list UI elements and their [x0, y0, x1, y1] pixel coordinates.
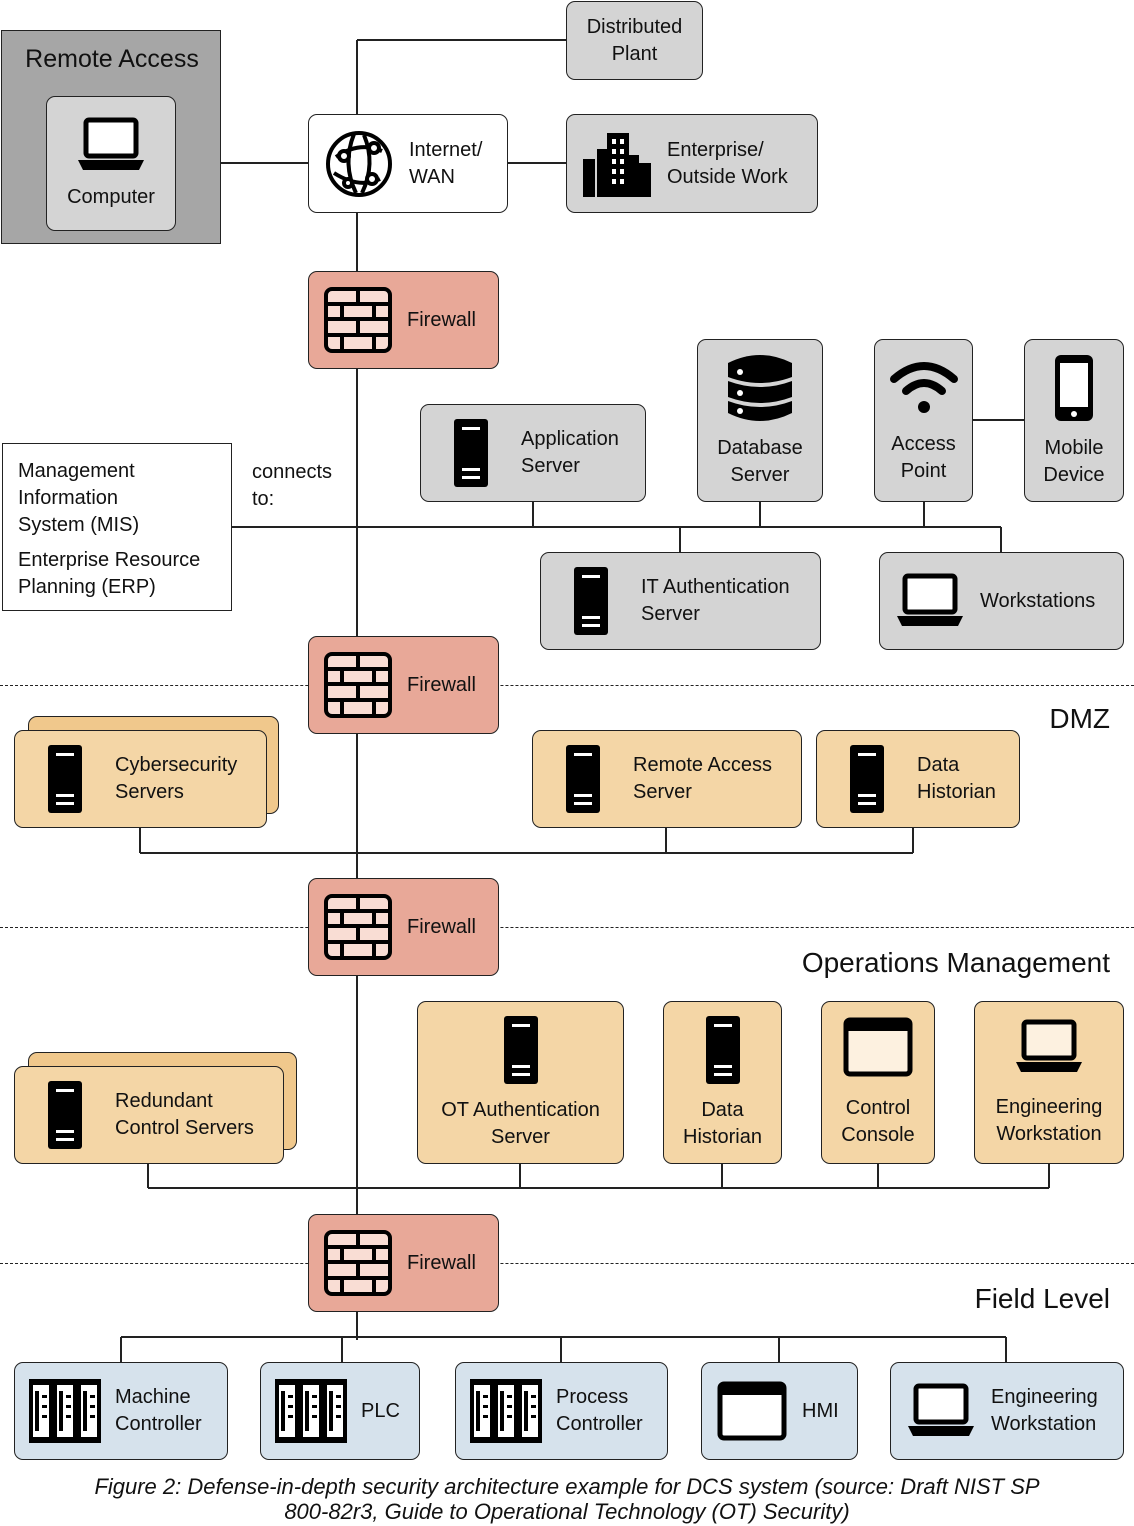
- firewall-3[interactable]: Firewall: [308, 878, 499, 976]
- globe-network-icon: [309, 129, 409, 199]
- ops-engineering-label: Engineering Workstation: [995, 1095, 1103, 1145]
- firewall-label: Firewall: [407, 673, 476, 696]
- dmz-data-historian-label: Data Historian: [917, 754, 996, 803]
- enterprise-label: Enterprise/ Outside Work: [667, 138, 788, 188]
- field-engineering-workstation-node[interactable]: Engineering Workstation: [890, 1362, 1124, 1460]
- control-console-label: Control Console: [841, 1096, 915, 1146]
- ops-data-historian-node[interactable]: Data Historian: [663, 1001, 782, 1164]
- remote-access-server-label: Remote Access Server: [633, 754, 772, 803]
- ops-engineering-workstation-node[interactable]: Engineering Workstation: [974, 1001, 1124, 1164]
- enterprise-node[interactable]: Enterprise/ Outside Work: [566, 114, 818, 213]
- firewall-label: Firewall: [407, 1251, 476, 1274]
- computer-label: Computer: [67, 186, 155, 208]
- remote-access-title: Remote Access: [25, 45, 199, 73]
- plc-label: PLC: [361, 1399, 400, 1422]
- console-window-icon: [843, 1017, 913, 1077]
- firewall-label: Firewall: [407, 915, 476, 938]
- server-tower-icon: [15, 1080, 115, 1150]
- firewall-1[interactable]: Firewall: [308, 271, 499, 369]
- operations-zone-label: Operations Management: [801, 947, 1110, 978]
- dmz-separator: [0, 685, 1134, 686]
- office-buildings-icon: [567, 129, 667, 199]
- smartphone-icon: [1053, 353, 1095, 423]
- laptop-icon: [880, 572, 980, 630]
- process-controller-label: Process Controller: [556, 1386, 643, 1435]
- server-tower-icon: [533, 744, 633, 814]
- figure-caption: Figure 2: Defense-in-depth security arch…: [94, 1474, 1040, 1524]
- ot-auth-label: OT Authentication Server: [441, 1098, 600, 1148]
- wifi-icon: [888, 357, 960, 417]
- distributed-plant-node[interactable]: Distributed Plant: [566, 1, 703, 80]
- redundant-control-label: Redundant Control Servers: [115, 1090, 254, 1139]
- cybersecurity-label: Cybersecurity Servers: [115, 754, 238, 803]
- it-auth-label: IT Authentication Server: [641, 576, 790, 625]
- remote-access-server-node[interactable]: Remote Access Server: [532, 730, 802, 828]
- ot-authentication-server-node[interactable]: OT Authentication Server: [417, 1001, 624, 1164]
- brick-wall-icon: [309, 287, 407, 353]
- server-tower-icon: [421, 418, 521, 488]
- hmi-node[interactable]: HMI: [701, 1362, 858, 1460]
- internet-label: Internet/ WAN: [409, 138, 483, 188]
- erp-label: Enterprise Resource Planning (ERP): [18, 549, 201, 598]
- mobile-device-node[interactable]: Mobile Device: [1024, 339, 1124, 502]
- console-window-icon: [702, 1381, 802, 1441]
- controller-rack-icon: [15, 1377, 115, 1445]
- firewall-label: Firewall: [407, 308, 476, 331]
- brick-wall-icon: [309, 894, 407, 960]
- server-tower-icon: [705, 1015, 741, 1085]
- connects-to-label: connects to:: [252, 461, 333, 510]
- mobile-device-label: Mobile Device: [1043, 436, 1105, 486]
- laptop-icon: [891, 1382, 991, 1440]
- field-separator: [0, 1263, 1134, 1264]
- firewall-2[interactable]: Firewall: [308, 636, 499, 734]
- hmi-label: HMI: [802, 1399, 839, 1422]
- brick-wall-icon: [309, 1230, 407, 1296]
- mis-label: Management Information System (MIS): [18, 460, 140, 536]
- brick-wall-icon: [309, 652, 407, 718]
- database-server-node[interactable]: Database Server: [697, 339, 823, 502]
- operations-separator: [0, 927, 1134, 928]
- access-point-node[interactable]: Access Point: [874, 339, 973, 502]
- laptop-icon: [76, 116, 146, 174]
- server-tower-icon: [503, 1015, 539, 1085]
- internet-wan-node[interactable]: Internet/ WAN: [308, 114, 508, 213]
- cybersecurity-servers-node[interactable]: Cybersecurity Servers: [14, 730, 267, 828]
- field-zone-label: Field Level: [974, 1283, 1110, 1314]
- machine-controller-node[interactable]: Machine Controller: [14, 1362, 228, 1460]
- firewall-4[interactable]: Firewall: [308, 1214, 499, 1312]
- controller-rack-icon: [456, 1377, 556, 1445]
- remote-computer-node[interactable]: Computer: [46, 96, 176, 231]
- server-tower-icon: [541, 566, 641, 636]
- laptop-icon: [1014, 1018, 1084, 1076]
- process-controller-node[interactable]: Process Controller: [455, 1362, 668, 1460]
- workstations-node[interactable]: Workstations: [879, 552, 1124, 650]
- field-engineering-label: Engineering Workstation: [991, 1386, 1098, 1435]
- dmz-zone-label: DMZ: [1049, 703, 1110, 734]
- ops-data-historian-label: Data Historian: [683, 1098, 762, 1148]
- redundant-control-servers-node[interactable]: Redundant Control Servers: [14, 1066, 284, 1164]
- server-tower-icon: [15, 744, 115, 814]
- mis-erp-box: Management Information System (MIS) Ente…: [2, 443, 232, 611]
- workstations-label: Workstations: [980, 589, 1096, 612]
- application-server-label: Application Server: [521, 428, 619, 477]
- dmz-data-historian-node[interactable]: Data Historian: [816, 730, 1020, 828]
- plc-node[interactable]: PLC: [260, 1362, 420, 1460]
- it-authentication-server-node[interactable]: IT Authentication Server: [540, 552, 821, 650]
- server-tower-icon: [817, 744, 917, 814]
- access-point-label: Access Point: [891, 432, 956, 482]
- machine-controller-label: Machine Controller: [115, 1386, 202, 1435]
- control-console-node[interactable]: Control Console: [821, 1001, 935, 1164]
- database-icon: [726, 353, 794, 423]
- database-server-label: Database Server: [717, 436, 803, 486]
- application-server-node[interactable]: Application Server: [420, 404, 646, 502]
- controller-rack-icon: [261, 1377, 361, 1445]
- distributed-plant-label: Distributed Plant: [586, 15, 683, 65]
